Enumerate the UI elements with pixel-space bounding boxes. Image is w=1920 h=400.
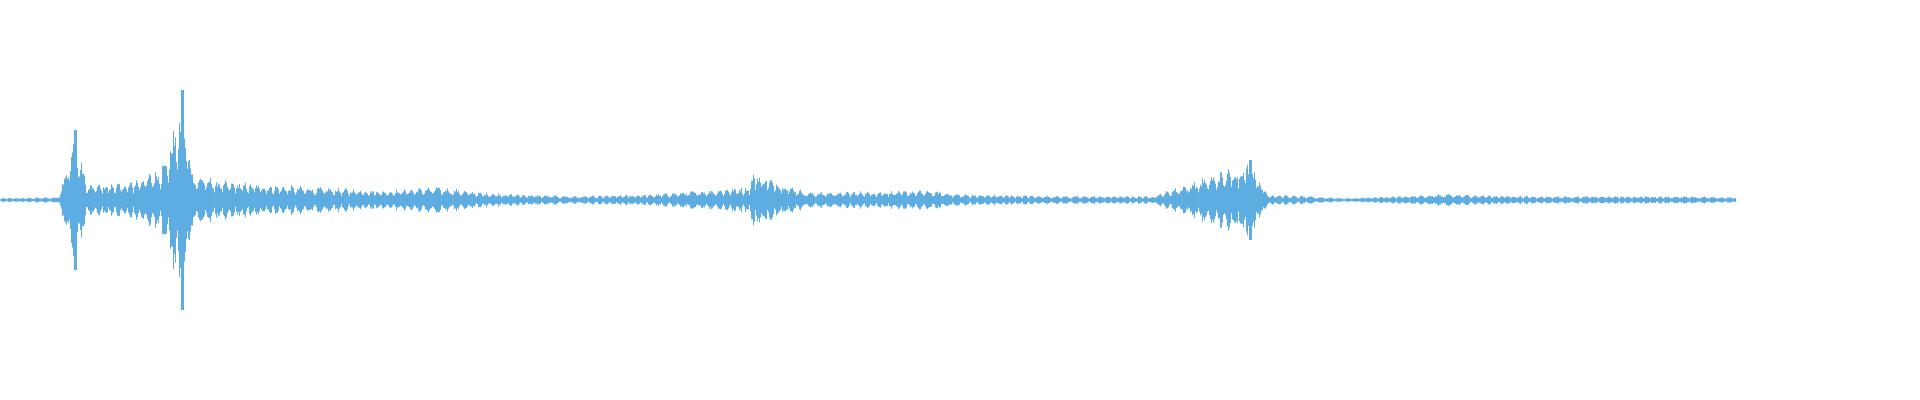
waveform-bars (0, 90, 1736, 310)
